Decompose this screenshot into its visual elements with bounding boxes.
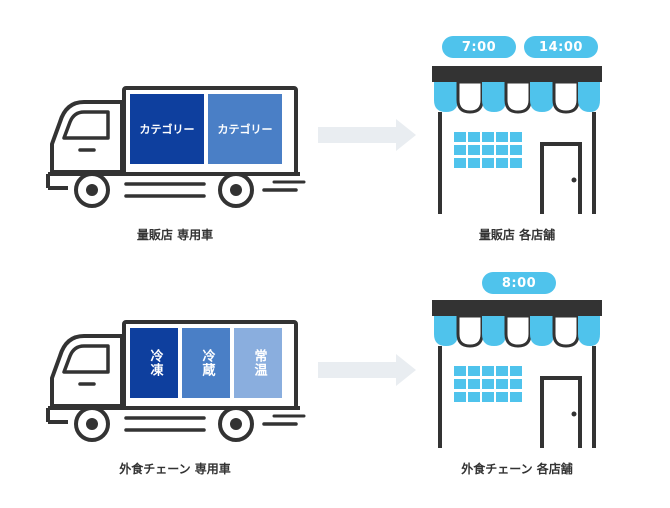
store-caption-2: 外食チェーン 各店舗: [461, 462, 573, 476]
cargo-chilled: 冷蔵: [182, 328, 230, 398]
cargo-frozen: 冷凍: [130, 328, 178, 398]
arrow-2: [318, 354, 416, 386]
time-badge-1400: 14:00: [524, 36, 598, 58]
truck-caption-1: 量販店 専用車: [136, 228, 214, 242]
cargo-category-2: カテゴリー: [208, 94, 282, 164]
store-1: [430, 64, 604, 216]
cargo-ambient: 常温: [234, 328, 282, 398]
store-caption-1: 量販店 各店舗: [478, 228, 556, 242]
cargo-category-1: カテゴリー: [130, 94, 204, 164]
cargo-ambient-label: 常温: [251, 349, 267, 377]
cargo-frozen-label: 冷凍: [147, 349, 163, 377]
time-badge-800: 8:00: [482, 272, 556, 294]
cargo-chilled-label: 冷蔵: [199, 349, 215, 377]
store-2: [430, 298, 604, 450]
truck-caption-2: 外食チェーン 専用車: [119, 462, 231, 476]
arrow-1: [318, 119, 416, 151]
time-badge-700: 7:00: [442, 36, 516, 58]
